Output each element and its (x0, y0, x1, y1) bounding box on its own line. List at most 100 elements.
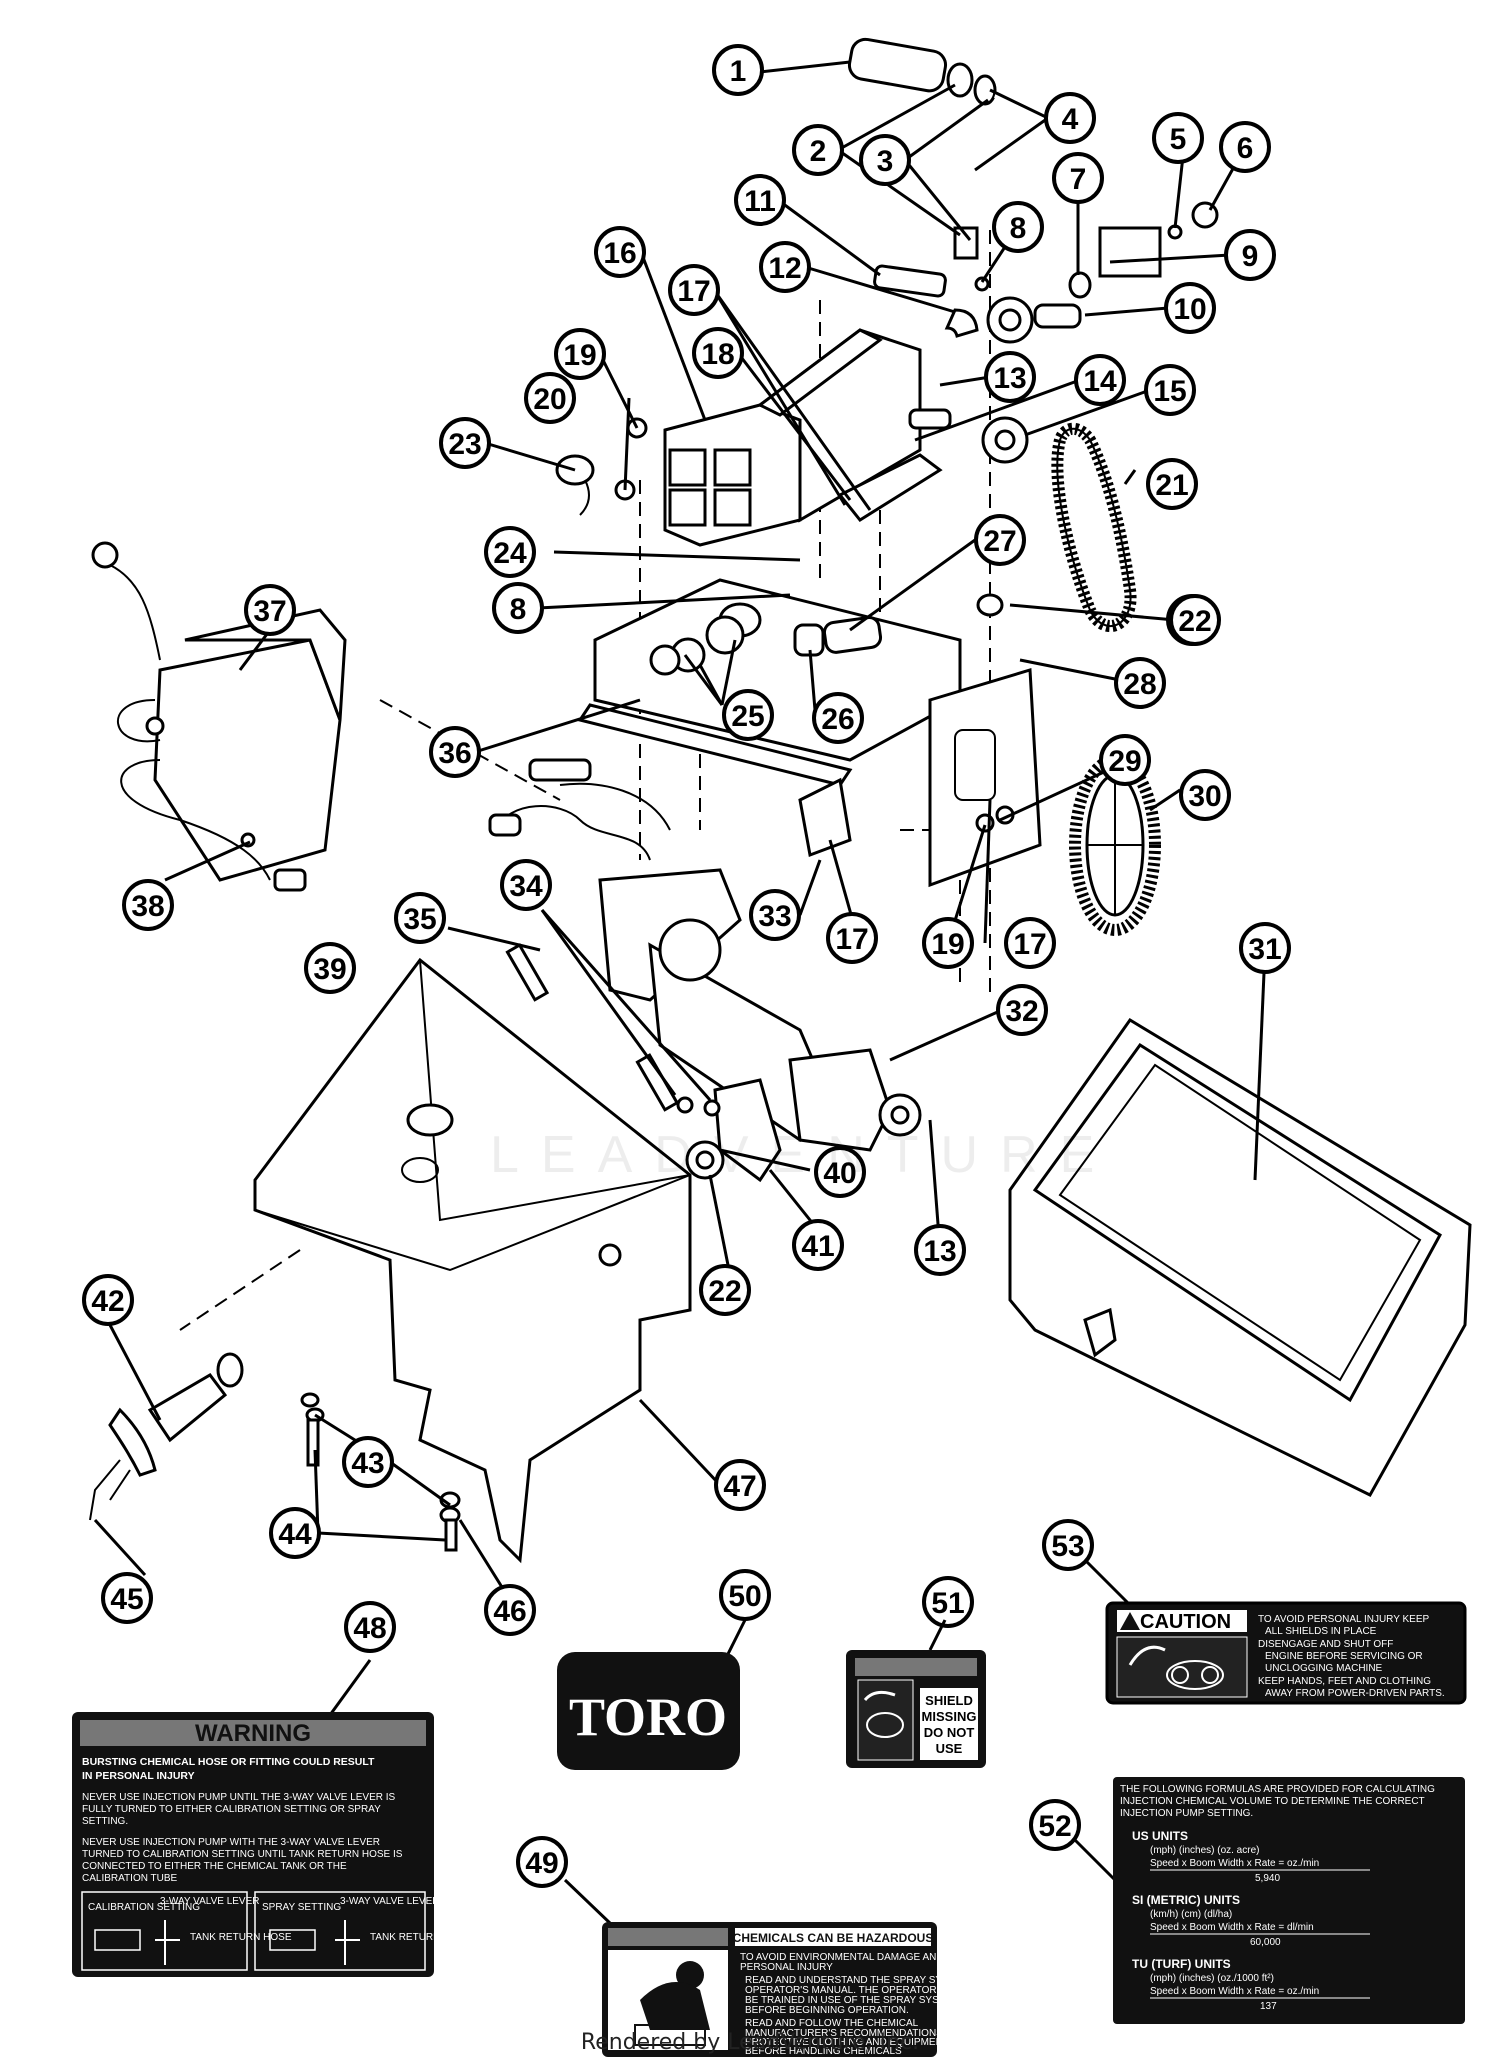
formulas-tu-formula: Speed x Boom Width x Rate = oz./min (1150, 1986, 1319, 1997)
chemicals-line-1: TO AVOID ENVIRONMENTAL DAMAGE AND (740, 1952, 944, 1963)
callout-17: 17 (1004, 917, 1056, 969)
decal-chemicals: CHEMICALS CAN BE HAZARDOUS TO AVOID ENVI… (563, 1878, 970, 2057)
callout-10: 10 (1164, 282, 1216, 334)
callout-38: 38 (122, 879, 174, 931)
callout-circle (1074, 354, 1126, 406)
formulas-line-3: INJECTION PUMP SETTING. (1120, 1808, 1253, 1819)
callout-29: 29 (1099, 734, 1151, 786)
callout-46: 46 (484, 1584, 536, 1636)
callout-circle (1164, 282, 1216, 334)
callout-circle (826, 912, 878, 964)
callout-26: 26 (812, 692, 864, 744)
callout-circle (996, 984, 1048, 1036)
callout-circle (1114, 657, 1166, 709)
callout-42: 42 (82, 1274, 134, 1326)
chemicals-line-6: BEFORE BEGINNING OPERATION. (745, 2005, 909, 2016)
callout-45: 45 (101, 1572, 153, 1624)
motor (488, 758, 922, 1152)
formulas-line-1: THE FOLLOWING FORMULAS ARE PROVIDED FOR … (1120, 1784, 1435, 1795)
formulas-tu-units: (mph) (inches) (oz./1000 ft²) (1150, 1973, 1274, 1984)
callout-circle (1152, 112, 1204, 164)
callout-number: 51 (931, 1587, 964, 1620)
callout-number: 17 (1013, 928, 1046, 961)
chemicals-line-5: BE TRAINED IN USE OF THE SPRAY SYSTEM (745, 1995, 960, 2006)
warning-calibration-setting: CALIBRATION SETTING (88, 1902, 200, 1913)
callout-13: 13 (914, 1224, 966, 1276)
frame (577, 578, 1042, 888)
callout-circle (1219, 121, 1271, 173)
warning-valve-lever-1: 3-WAY VALVE LEVER (160, 1896, 259, 1907)
callout-circle (82, 1274, 134, 1326)
callout-44: 44 (269, 1507, 321, 1559)
warning-p2c: CONNECTED TO EITHER THE CHEMICAL TANK OR… (82, 1861, 347, 1872)
callout-circle (500, 859, 552, 911)
formulas-si-title: SI (METRIC) UNITS (1132, 1893, 1240, 1907)
decal-caution: CAUTION TO AVOID PERSONAL INJURY KEEP AL… (1083, 1558, 1467, 1705)
callout-number: 17 (835, 923, 868, 956)
shield-line-4: USE (936, 1741, 963, 1756)
callout-number: 3 (877, 145, 894, 178)
callout-number: 15 (1153, 375, 1186, 408)
warning-tank-return-1: TANK RETURN HOSE (190, 1932, 292, 1943)
chemicals-line-10: BEFORE HANDLING CHEMICALS (745, 2046, 902, 2057)
chemicals-line-2: PERSONAL INJURY (740, 1962, 833, 1973)
callout-number: 1 (730, 55, 747, 88)
callout-circle (722, 689, 774, 741)
callout-circle (734, 174, 786, 226)
callout-19: 19 (922, 917, 974, 969)
shield-line-3: DO NOT (924, 1725, 975, 1740)
callout-number: 35 (403, 903, 436, 936)
caution-line-1: TO AVOID PERSONAL INJURY KEEP (1258, 1614, 1429, 1625)
callout-number: 25 (731, 700, 764, 733)
callout-47: 47 (714, 1459, 766, 1511)
callout-4: 4 (1044, 92, 1096, 144)
chemicals-line-9: PROTECTIVE CLOTHING AND EQUIPMENT (745, 2037, 949, 2048)
callout-22: 22 (1169, 594, 1221, 646)
callout-circle (429, 726, 481, 778)
callout-33: 33 (749, 889, 801, 941)
callout-number: 31 (1248, 933, 1281, 966)
callout-number: 9 (1242, 240, 1259, 273)
callout-circle (668, 264, 720, 316)
warning-spray-setting: SPRAY SETTING (262, 1902, 341, 1913)
callout-number: 45 (110, 1583, 143, 1616)
callout-17: 17 (826, 912, 878, 964)
callout-number: 38 (131, 890, 164, 923)
callout-19: 19 (554, 328, 606, 380)
callout-circle (1146, 458, 1198, 510)
callout-number: 8 (1010, 212, 1027, 245)
callout-circle (1044, 92, 1096, 144)
callout-circle (1179, 769, 1231, 821)
callout-24: 24 (484, 526, 536, 578)
formulas-si-formula: Speed x Boom Width x Rate = dl/min (1150, 1922, 1314, 1933)
caution-line-3: DISENGAGE AND SHUT OFF (1258, 1639, 1393, 1650)
caution-line-6: KEEP HANDS, FEET AND CLOTHING (1258, 1676, 1431, 1687)
hose-assembly (847, 37, 1219, 344)
callout-circle (922, 917, 974, 969)
control-box (91, 541, 347, 892)
callout-circle (244, 584, 296, 636)
callout-25: 25 (722, 689, 774, 741)
callout-circle (719, 1569, 771, 1621)
callout-circle (1239, 922, 1291, 974)
callout-22: 22 (699, 1264, 751, 1316)
callout-35: 35 (394, 892, 446, 944)
caution-line-7: AWAY FROM POWER-DRIVEN PARTS. (1265, 1688, 1445, 1699)
callout-number: 32 (1005, 995, 1038, 1028)
callout-number: 50 (728, 1580, 761, 1613)
callout-36: 36 (429, 726, 481, 778)
warning-header: WARNING (195, 1720, 311, 1747)
valve (89, 1352, 461, 1552)
footer-credit: Rendered by LeadVenture, Inc. (580, 2030, 920, 2055)
callout-number: 20 (533, 383, 566, 416)
warning-p1b: FULLY TURNED TO EITHER CALIBRATION SETTI… (82, 1804, 381, 1815)
callout-circle (439, 417, 491, 469)
callout-number: 6 (1237, 132, 1254, 165)
watermark: LEADVENTURE (490, 1126, 1117, 1184)
formulas-line-2: INJECTION CHEMICAL VOLUME TO DETERMINE T… (1120, 1796, 1425, 1807)
callout-34: 34 (500, 859, 552, 911)
callout-number: 10 (1173, 293, 1206, 326)
callout-circle (1224, 229, 1276, 281)
toro-logo: TORO (569, 1687, 727, 1747)
callout-number: 5 (1170, 123, 1187, 156)
